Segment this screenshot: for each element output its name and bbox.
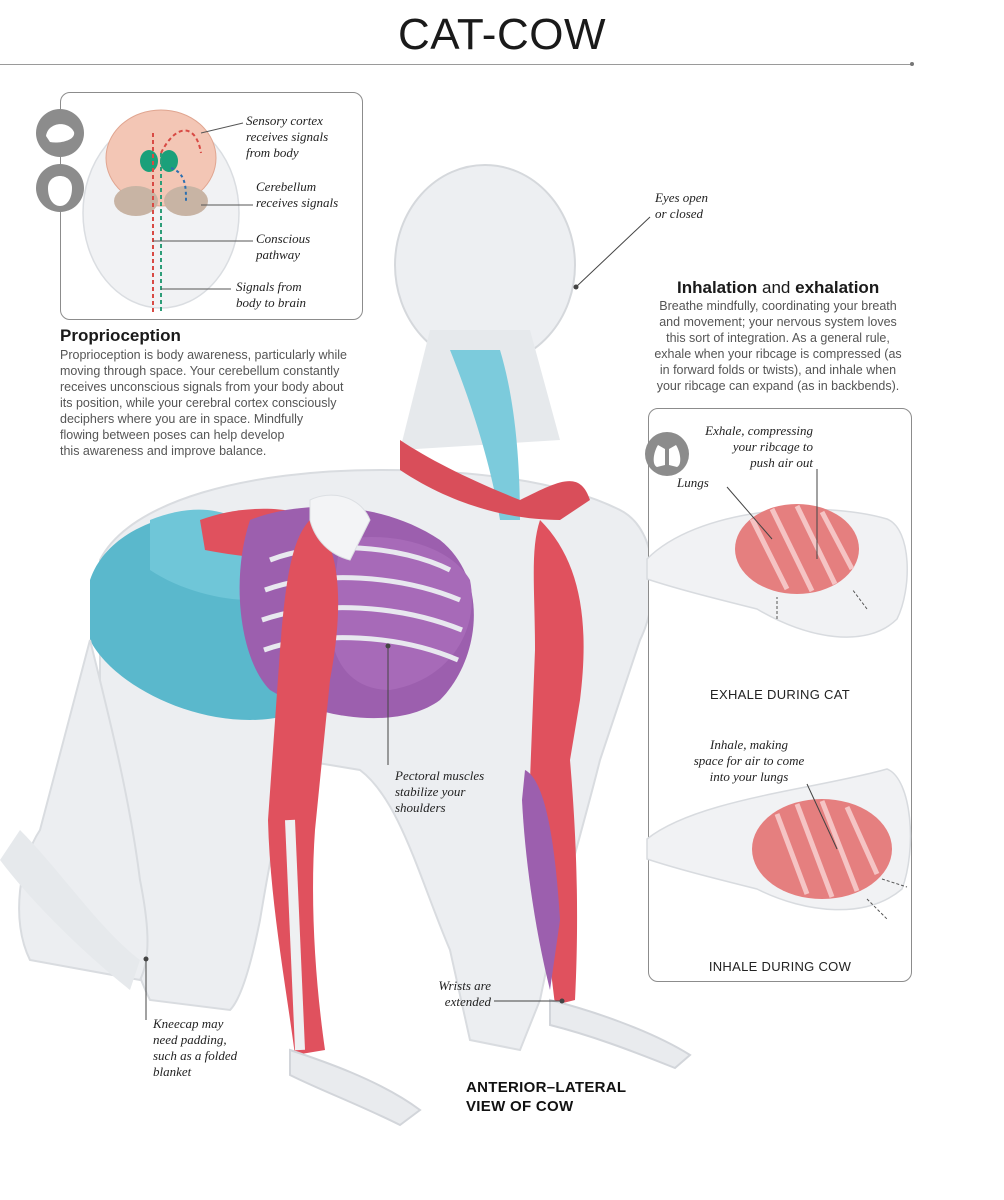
signal-arrow-path	[160, 129, 202, 154]
leader-wrists	[494, 998, 565, 1004]
inhale-lung-stripes	[774, 800, 880, 898]
callout-conscious-pathway: Conscious pathway	[256, 231, 311, 262]
inhale-arrow-1	[881, 878, 908, 888]
inhale-caption: INHALE DURING COW	[708, 959, 852, 974]
scapula	[309, 494, 371, 561]
breathing-panel: Exhale, compressing your ribcage to push…	[645, 408, 912, 982]
breathing-heading: Inhalation and exhalation	[677, 278, 880, 297]
exhale-arrow-side	[851, 588, 868, 610]
callout-eyes: Eyes open or closed	[655, 190, 709, 221]
callout-wrists: Wrists are extended	[438, 978, 491, 1009]
callout-exhale: Exhale, compressing your ribcage to push…	[705, 423, 813, 470]
cerebellum-arrow	[170, 167, 187, 202]
leader-lungs	[726, 486, 773, 540]
exhale-caption: EXHALE DURING CAT	[710, 687, 850, 702]
cerebellum-left	[114, 186, 158, 216]
leader-sensory	[200, 122, 244, 134]
inhale-lung	[752, 799, 892, 899]
exhale-lung-stripes	[749, 504, 855, 593]
thalamus-left	[140, 150, 158, 172]
callout-lungs: Lungs	[677, 475, 709, 490]
proprioception-body: Proprioception is body awareness, partic…	[60, 348, 347, 458]
thalamus-right	[160, 150, 178, 172]
leader-pectoral	[385, 643, 391, 765]
anatomy-icons	[36, 109, 84, 212]
brain-illustration	[82, 109, 253, 313]
proprioception-heading: Proprioception	[60, 326, 181, 345]
near-arm-muscle	[268, 520, 339, 1055]
page-title: CAT-COW	[398, 10, 606, 59]
trapezius-muscle	[400, 440, 590, 520]
far-forearm-purple	[522, 770, 560, 990]
far-hand	[549, 998, 692, 1070]
callout-signals: Signals from body to brain	[236, 279, 307, 310]
near-hand	[289, 1048, 422, 1127]
callout-pectoral: Pectoral muscles stabilize your shoulder…	[395, 768, 485, 815]
view-label: ANTERIOR–LATERAL VIEW OF COW	[466, 1079, 627, 1115]
near-forearm-bone	[285, 819, 305, 1051]
callout-kneecap: Kneecap may need padding, such as a fold…	[153, 1016, 238, 1079]
lungs-icon	[645, 432, 689, 476]
callout-cerebellum: Cerebellum receives signals	[256, 179, 339, 210]
lungs-illustration	[645, 432, 912, 920]
leader-inhale	[806, 783, 838, 850]
title-divider	[0, 64, 912, 65]
callout-sensory-cortex: Sensory cortex receives signals from bod…	[246, 113, 329, 160]
leader-eyes	[573, 216, 651, 290]
leader-kneecap	[143, 956, 149, 1020]
callout-inhale: Inhale, making space for air to come int…	[693, 737, 805, 784]
breathing-body: Breathe mindfully, coordinating your bre…	[654, 299, 902, 393]
cerebellum-right	[164, 186, 208, 216]
neck-muscle	[450, 350, 520, 520]
shin	[0, 830, 140, 990]
proprioception-panel: Sensory cortex receives signals from bod…	[60, 92, 363, 320]
divider-end-dot	[910, 62, 914, 66]
